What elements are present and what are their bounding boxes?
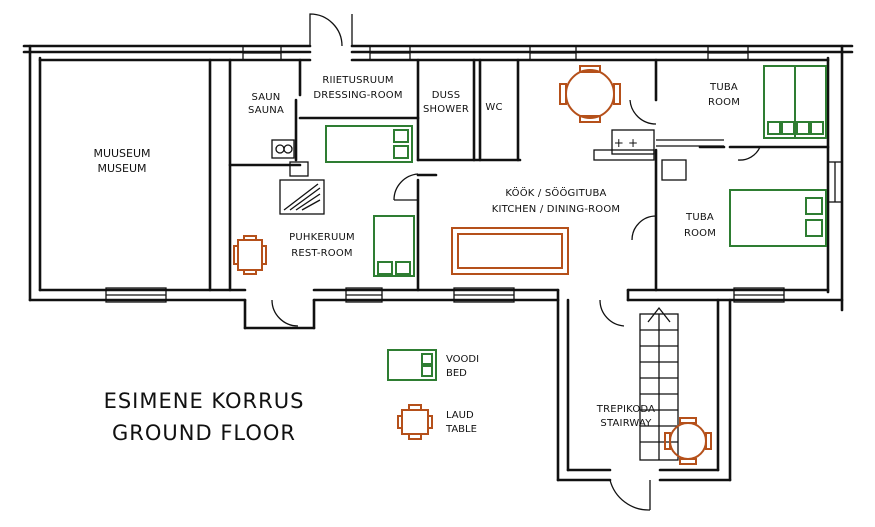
- bed-room1-double: [763, 65, 827, 139]
- sauna-stove-icon: [271, 139, 309, 177]
- legend-bed-label-en: BED: [446, 368, 467, 379]
- bed-dressing-room: [325, 125, 413, 163]
- fireplace-icon: [279, 179, 325, 215]
- dressing-room-label: RIIETUSRUUM: [322, 75, 393, 86]
- floor-title: ESIMENE KORRUS: [104, 389, 305, 413]
- room1-label-en: ROOM: [708, 97, 740, 108]
- legend-table-label: LAUD: [446, 410, 474, 421]
- rest-room-label: PUHKERUUM: [289, 232, 355, 243]
- legend-table-symbol: [397, 404, 433, 440]
- legend-bed-label: VOODI: [446, 354, 479, 365]
- rest-room-label-en: REST-ROOM: [291, 248, 353, 259]
- shower-label: DUSS: [432, 90, 461, 101]
- floor-title-en: GROUND FLOOR: [112, 421, 296, 445]
- table-kitchen-round: [559, 65, 621, 123]
- bed-room2: [729, 189, 827, 247]
- doors: [271, 13, 761, 511]
- wc-label: WC: [485, 102, 502, 113]
- outer-walls: [22, 44, 854, 330]
- room1-label: TUBA: [709, 82, 738, 93]
- room2-label: TUBA: [685, 212, 714, 223]
- table-stairway-round: [664, 417, 712, 465]
- stove-icon: + +: [593, 129, 724, 181]
- kitchen-label-en: KITCHEN / DINING-ROOM: [492, 204, 621, 215]
- kitchen-label: KÖÖK / SÖÖGITUBA: [505, 186, 606, 199]
- stairway-label-en: STAIRWAY: [600, 418, 652, 429]
- bed-rest-room: [373, 215, 415, 277]
- sauna-label-en: SAUNA: [248, 105, 284, 116]
- museum-label-en: MUSEUM: [97, 162, 146, 175]
- room2-label-en: ROOM: [684, 228, 716, 239]
- legend-table-label-en: TABLE: [445, 424, 477, 435]
- windows: [105, 45, 843, 303]
- legend-bed-symbol: [387, 349, 437, 381]
- dressing-room-label-en: DRESSING-ROOM: [313, 90, 402, 101]
- table-kitchen-long: [451, 227, 569, 275]
- svg-text:+ +: + +: [614, 136, 639, 150]
- staircase-icon: [639, 306, 679, 461]
- shower-label-en: SHOWER: [423, 104, 469, 115]
- museum-label: MUUSEUM: [93, 147, 150, 160]
- stairway-label: TREPIKODA: [596, 404, 655, 415]
- table-rest-room: [233, 235, 267, 275]
- interior-walls: [208, 58, 830, 482]
- sauna-label: SAUN: [252, 92, 281, 103]
